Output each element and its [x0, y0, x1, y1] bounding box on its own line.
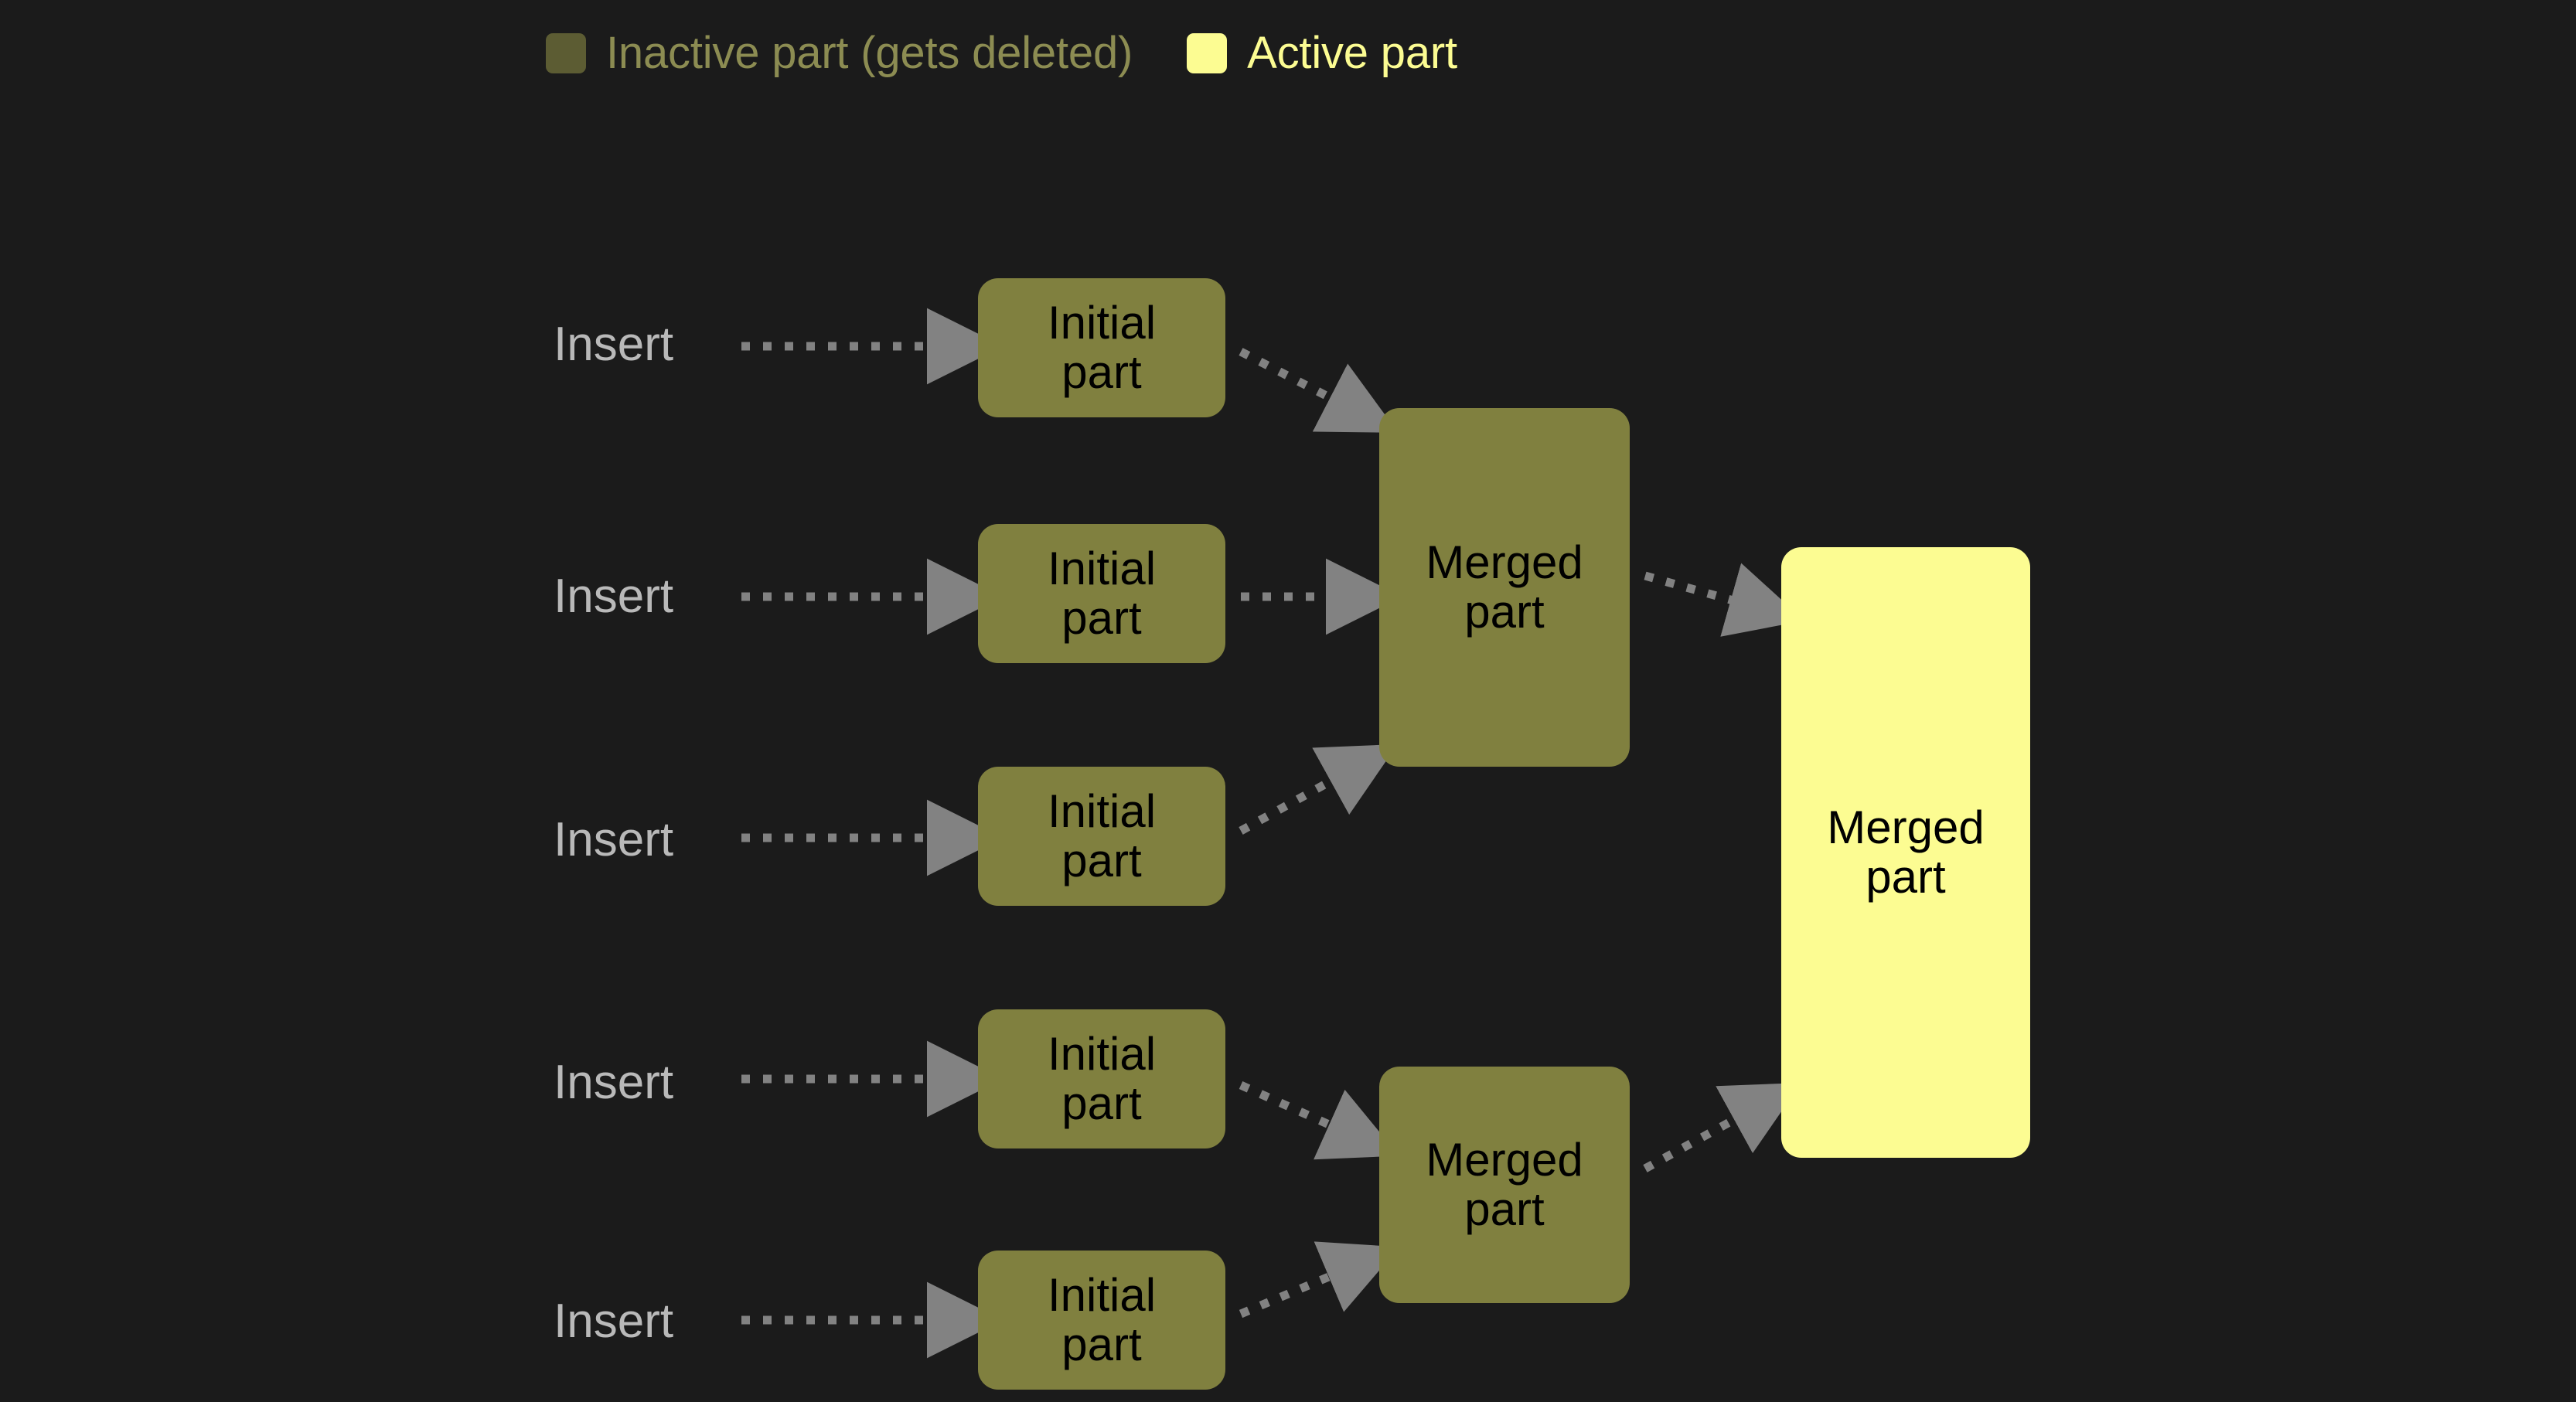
legend-label-active: Active part [1247, 28, 1457, 78]
node-initial-part-1[interactable]: Initial part [978, 278, 1225, 417]
legend-item-active: Active part [1187, 31, 1457, 76]
legend-item-inactive: Inactive part (gets deleted) [546, 31, 1133, 76]
edge-merged-top-to-merged-final [1644, 563, 1805, 637]
node-merged-part-bottom[interactable]: Merged part [1379, 1067, 1630, 1303]
node-merged-part-top[interactable]: Merged part [1379, 408, 1630, 767]
node-initial-part-3[interactable]: Initial part [978, 767, 1225, 906]
legend-swatch-active-icon [1187, 33, 1228, 73]
legend: Inactive part (gets deleted) Active part [546, 28, 1457, 79]
source-label-insert-5: Insert [554, 1295, 674, 1348]
edge-merged-bottom-to-merged-final [1643, 1082, 1801, 1172]
source-label-insert-3: Insert [554, 813, 674, 866]
node-initial-part-5[interactable]: Initial part [978, 1251, 1225, 1390]
node-initial-part-2[interactable]: Initial part [978, 524, 1225, 663]
source-label-insert-4: Insert [554, 1056, 674, 1109]
legend-swatch-inactive-icon [546, 33, 586, 73]
edge-initial-1-to-merged-top [1239, 348, 1399, 433]
node-merged-part-final[interactable]: Merged part [1781, 547, 2030, 1158]
edge-initial-3-to-merged-top [1239, 744, 1398, 835]
legend-label-inactive: Inactive part (gets deleted) [606, 28, 1133, 78]
node-initial-part-4[interactable]: Initial part [978, 1009, 1225, 1148]
source-label-insert-1: Insert [554, 318, 674, 371]
edge-initial-5-to-merged-bottom [1239, 1241, 1400, 1319]
source-label-insert-2: Insert [554, 570, 674, 623]
edge-initial-4-to-merged-bottom [1239, 1080, 1399, 1160]
